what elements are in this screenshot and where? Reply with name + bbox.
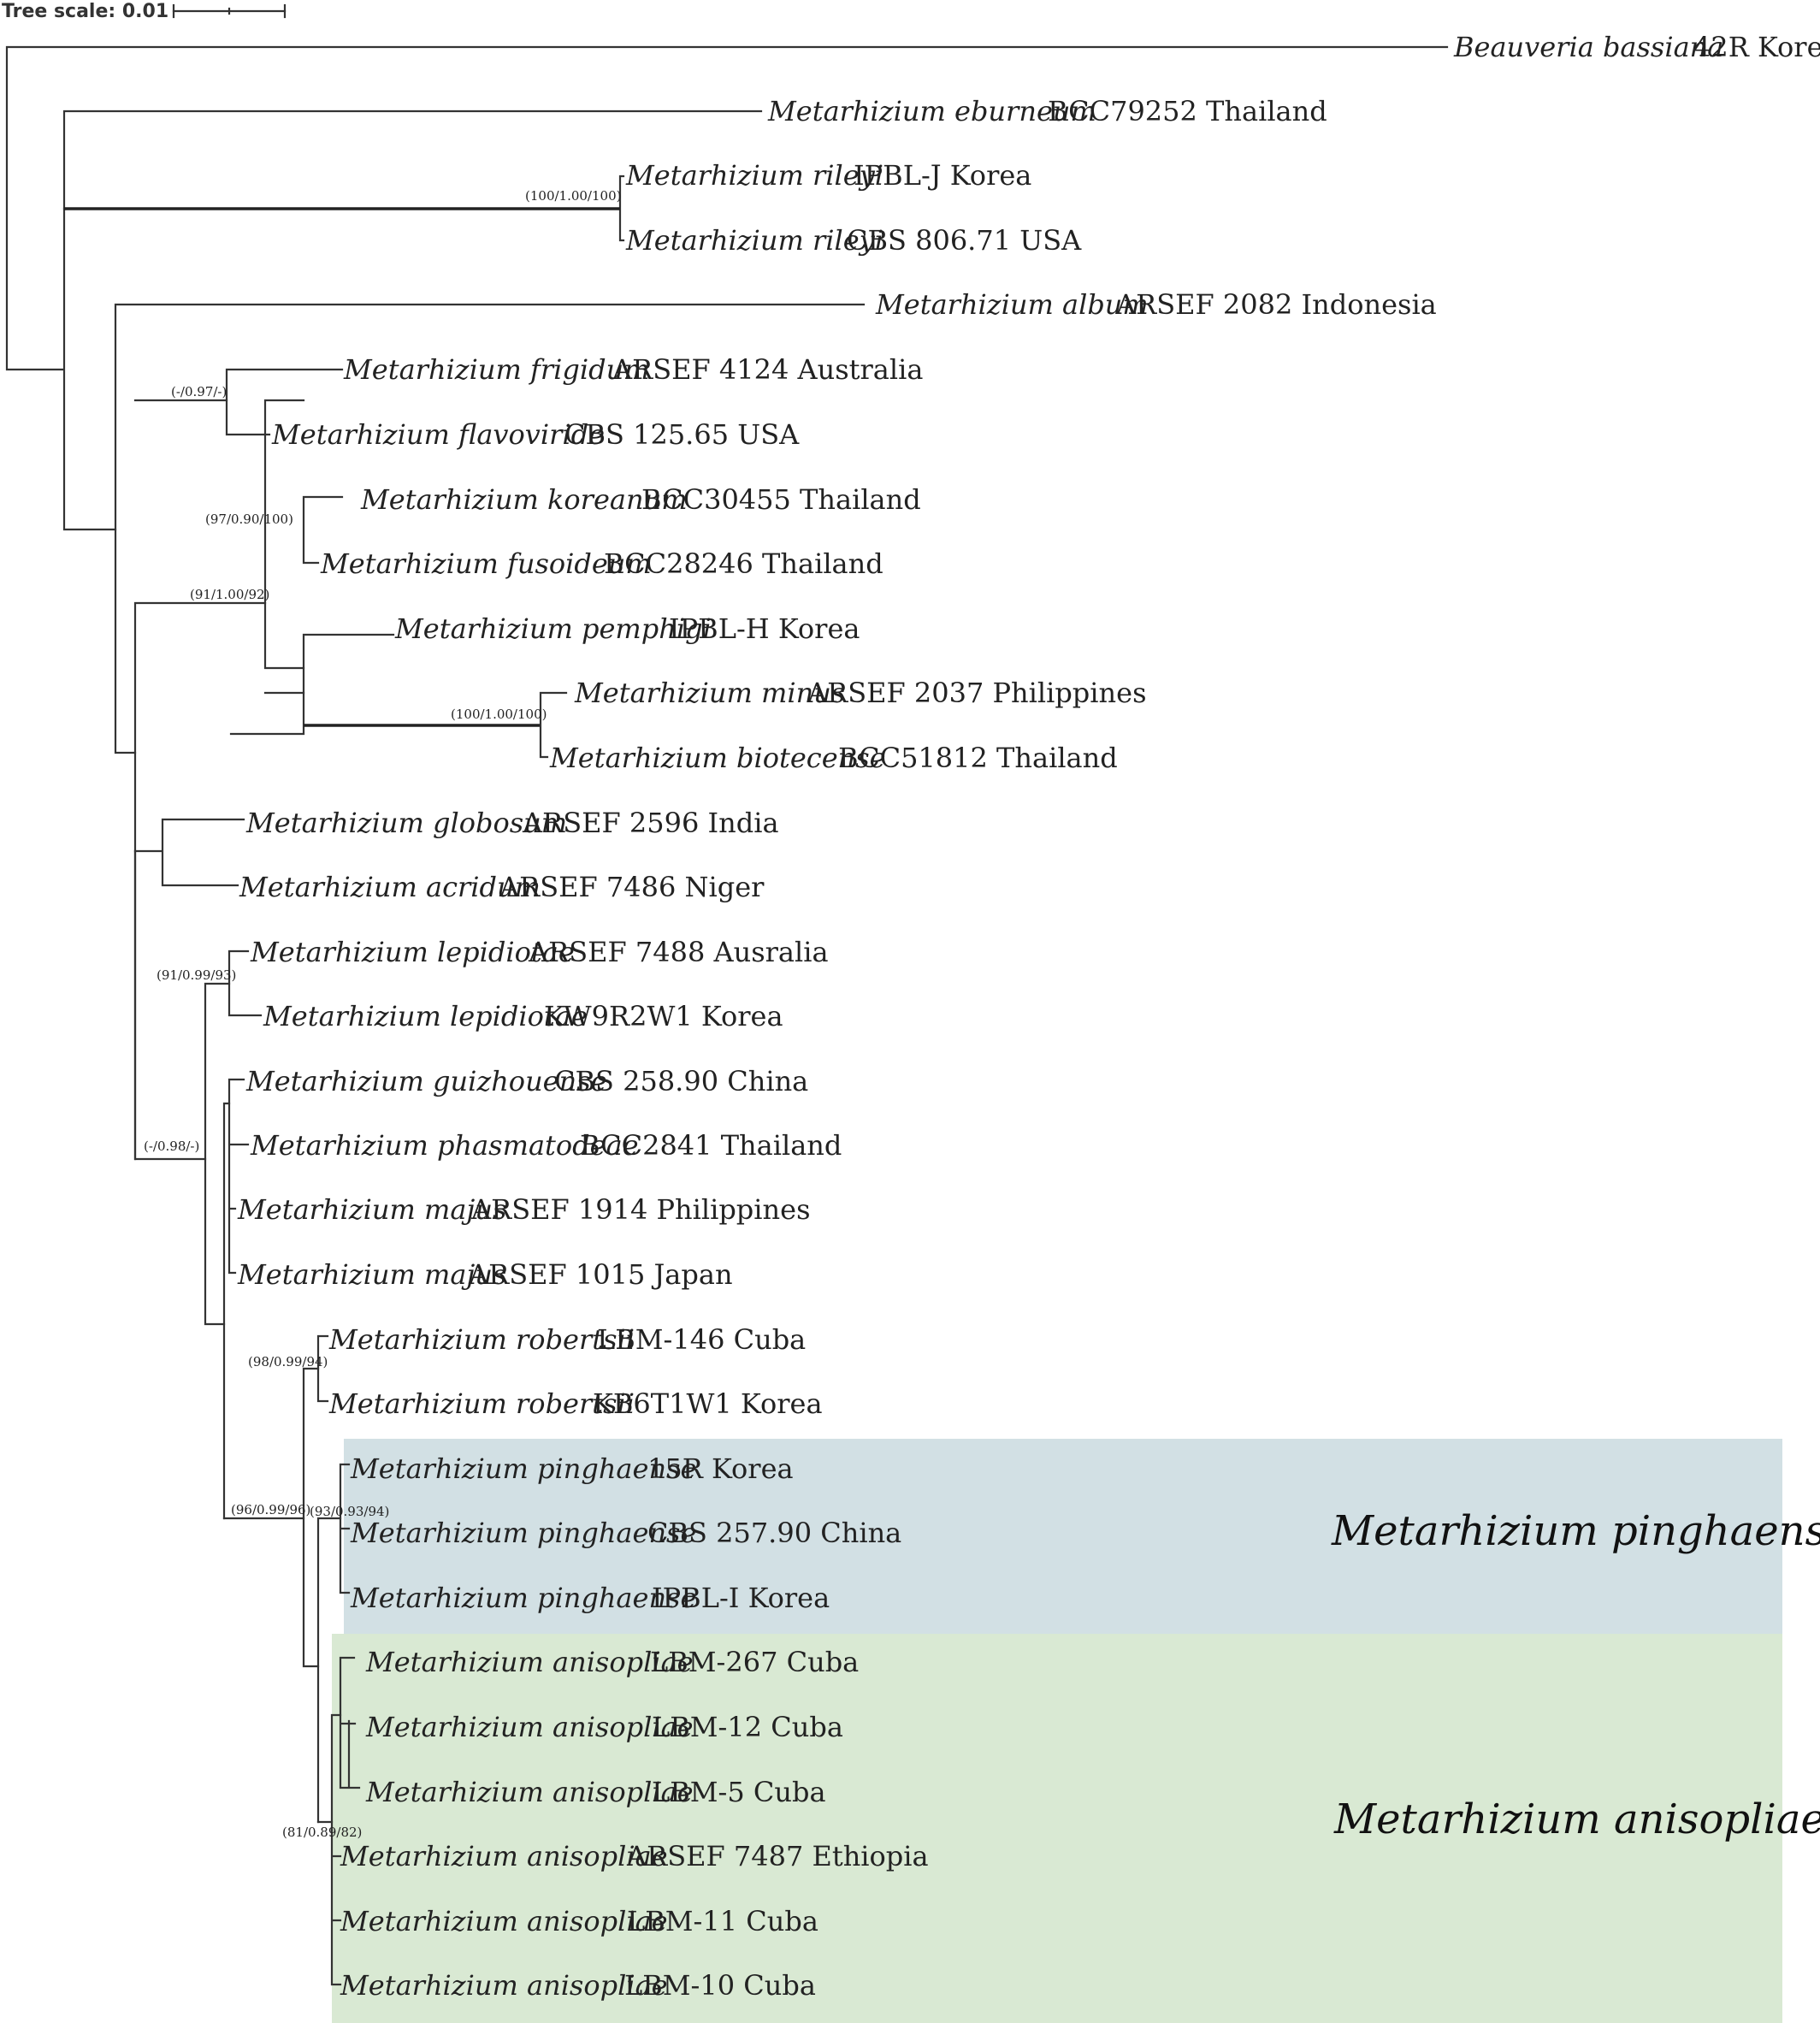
support-value: (100/1.00/100) <box>451 707 547 722</box>
taxon-label: Metarhizium koreanumBCC30455 Thailand <box>360 483 921 516</box>
support-value: (97/0.90/100) <box>205 512 293 527</box>
taxon-label: Metarhizium anisopliaeLBM-11 Cuba <box>340 1905 818 1937</box>
taxon-label: Metarhizium phasmatodeaeBCC2841 Thailand <box>250 1129 842 1162</box>
taxon-label: Metarhizium lepidiotaeKW9R2W1 Korea <box>263 1000 783 1032</box>
scale-bar <box>172 3 287 19</box>
clade-label-pinghaense: Metarhizium pinghaense <box>1331 1507 1820 1555</box>
support-value: (91/0.99/93) <box>157 967 236 983</box>
taxon-label: Metarhizium anisopliaeLBM-5 Cuba <box>365 1776 826 1808</box>
scale-label: Tree scale: 0.01 <box>2 1 168 22</box>
taxon-label: Metarhizium pinghaense15R Korea <box>350 1452 794 1485</box>
taxon-label: Metarhizium fusoideumBCC28246 Thailand <box>320 547 883 580</box>
taxon-label: Metarhizium minusARSEF 2037 Philippines <box>574 677 1146 709</box>
support-value: (96/0.99/96) <box>231 1502 310 1517</box>
taxon-label: Metarhizium pinghaenseIPBL-I Korea <box>350 1582 830 1614</box>
taxon-label: Metarhizium albumARSEF 2082 Indonesia <box>875 288 1437 321</box>
taxon-label: Metarhizium guizhouenseCBS 258.90 China <box>245 1065 808 1097</box>
taxon-label: Metarhizium pinghaenseCBS 257.90 China <box>350 1517 901 1549</box>
clade-box-anisopliae <box>332 1634 1782 2023</box>
taxon-label: Metarhizium acridumARSEF 7486 Niger <box>239 871 765 903</box>
support-value: (91/1.00/92) <box>190 587 269 602</box>
support-value: (100/1.00/100) <box>525 188 621 204</box>
taxon-label: Metarhizium majusARSEF 1914 Philippines <box>237 1193 810 1226</box>
clade-label-anisopliae: Metarhizium anisopliae <box>1333 1795 1820 1843</box>
support-values: (100/1.00/100) (-/0.97/-) (97/0.90/100) … <box>144 188 621 1840</box>
taxon-label: Metarhizium biotecenseBCC51812 Thailand <box>549 742 1118 774</box>
support-value: (93/0.93/94) <box>310 1504 389 1519</box>
taxon-label: Metarhizium anisopliaeARSEF 7487 Ethiopi… <box>340 1840 929 1872</box>
taxon-label: Metarhizium anisopliaeLBM-10 Cuba <box>340 1969 816 2002</box>
taxon-label: Metarhizium anisopliaeLBM-267 Cuba <box>365 1646 859 1678</box>
taxon-label: Beauveria bassiana42R Korea <box>1453 31 1820 63</box>
taxon-label: Metarhizium flavovirideCBS 125.65 USA <box>271 418 800 451</box>
tree-branches <box>5 45 1449 1986</box>
taxon-label: Metarhizium rileyiCBS 806.71 USA <box>625 224 1082 257</box>
support-value: (-/0.97/-) <box>171 384 227 399</box>
support-value: (-/0.98/-) <box>144 1139 199 1154</box>
taxon-label: Metarhizium lepidiotaeARSEF 7488 Ausrali… <box>250 936 829 968</box>
taxon-label: Metarhizium frigidumARSEF 4124 Australia <box>343 353 923 386</box>
taxon-label: Metarhizium globosumARSEF 2596 India <box>245 807 779 839</box>
support-value: (81/0.89/82) <box>282 1825 362 1840</box>
taxon-label: Metarhizium pemphigiIPBL-H Korea <box>394 612 860 645</box>
taxon-label: Metarhizium rileyiIPBL-J Korea <box>625 159 1031 192</box>
taxon-label: Metarhizium eburneumBCC79252 Thailand <box>767 95 1327 127</box>
support-value: (98/0.99/94) <box>248 1354 328 1369</box>
taxon-label: Metarhizium majusARSEF 1015 Japan <box>237 1258 733 1291</box>
taxon-label: Metarhizium robertsiiLBM-146 Cuba <box>328 1323 806 1356</box>
taxon-label: Metarhizium robertsiiKB6T1W1 Korea <box>328 1387 823 1420</box>
taxon-labels: Beauveria bassiana42R Korea Metarhizium … <box>237 31 1820 2002</box>
clade-box-pinghaense <box>344 1439 1782 1634</box>
taxon-label: Metarhizium anisopliaeLBM-12 Cuba <box>365 1711 843 1743</box>
